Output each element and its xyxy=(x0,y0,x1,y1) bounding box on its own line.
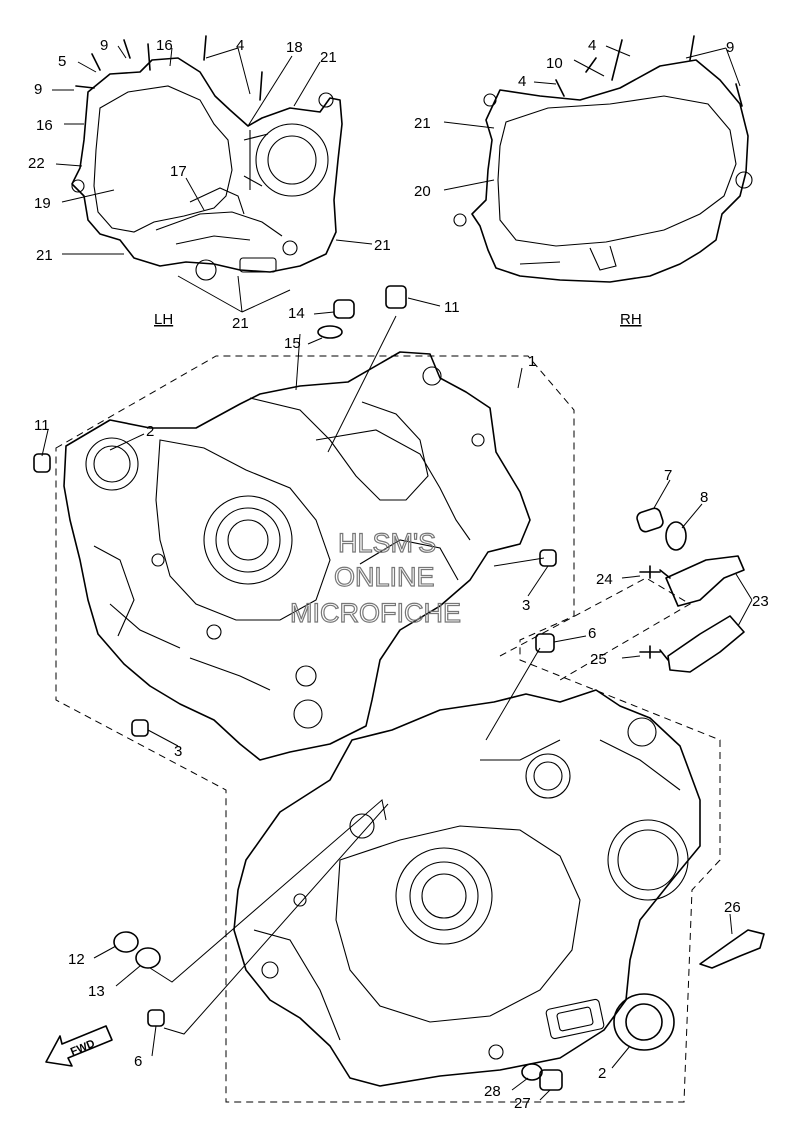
callout-24: 24 xyxy=(596,571,613,588)
callout-21: 21 xyxy=(374,237,391,254)
callout-25: 25 xyxy=(590,651,607,668)
callout-3: 3 xyxy=(522,597,530,614)
callout-21: 21 xyxy=(414,115,431,132)
callout-9: 9 xyxy=(726,39,734,56)
callout-11: 11 xyxy=(34,417,50,434)
watermark: HLSM'S ONLINE MICROFICHE xyxy=(289,527,461,628)
callout-1: 1 xyxy=(528,353,536,370)
callout-23: 23 xyxy=(752,593,769,610)
callout-leaders xyxy=(41,45,753,1101)
callout-18: 18 xyxy=(286,39,303,56)
callout-22: 22 xyxy=(28,155,45,172)
svg-text:MICROFICHE: MICROFICHE xyxy=(290,598,461,628)
callout-10: 10 xyxy=(546,55,563,72)
svg-text:ONLINE: ONLINE xyxy=(334,562,435,592)
svg-text:HLSM'S: HLSM'S xyxy=(338,528,436,558)
bearing-group-boundary xyxy=(499,577,691,681)
callout-14: 14 xyxy=(288,305,305,322)
callout-28: 28 xyxy=(484,1083,501,1100)
callout-5: 5 xyxy=(58,53,66,70)
callout-2: 2 xyxy=(598,1065,606,1082)
callout-4: 4 xyxy=(588,37,596,54)
callout-6: 6 xyxy=(588,625,596,642)
callout-26: 26 xyxy=(724,899,741,916)
callout-9: 9 xyxy=(100,37,108,54)
callout-4: 4 xyxy=(236,37,244,54)
callout-20: 20 xyxy=(414,183,431,200)
callout-13: 13 xyxy=(88,983,105,1000)
lh-label: LH xyxy=(154,311,173,328)
callout-12: 12 xyxy=(68,951,85,968)
callout-19: 19 xyxy=(34,195,51,212)
rh-label: RH xyxy=(620,311,642,328)
callout-9: 9 xyxy=(34,81,42,98)
rh-crankcase-view xyxy=(453,35,753,283)
assembly-group-boundary xyxy=(55,355,721,1103)
callout-16: 16 xyxy=(156,37,173,54)
callout-21: 21 xyxy=(232,315,249,332)
fwd-label: FWD xyxy=(69,1038,97,1059)
callout-27: 27 xyxy=(514,1095,531,1112)
callout-8: 8 xyxy=(700,489,708,506)
fwd-arrow: FWD xyxy=(45,1025,113,1067)
callout-21: 21 xyxy=(36,247,53,264)
callout-3: 3 xyxy=(174,743,182,760)
callout-11: 11 xyxy=(444,299,460,316)
callout-7: 7 xyxy=(664,467,672,484)
callout-17: 17 xyxy=(170,163,187,180)
crankcase-right-half xyxy=(233,689,701,1087)
callout-6: 6 xyxy=(134,1053,142,1070)
lh-crankcase-view xyxy=(71,35,343,281)
small-parts xyxy=(33,285,765,1091)
crankcase-left-half xyxy=(63,351,531,761)
callout-15: 15 xyxy=(284,335,301,352)
callout-labels: 9 16 4 5 18 21 9 16 22 17 19 21 21 21 LH… xyxy=(28,37,769,1112)
callout-16: 16 xyxy=(36,117,53,134)
callout-21: 21 xyxy=(320,49,337,66)
callout-4: 4 xyxy=(518,73,526,90)
callout-2: 2 xyxy=(146,423,154,440)
